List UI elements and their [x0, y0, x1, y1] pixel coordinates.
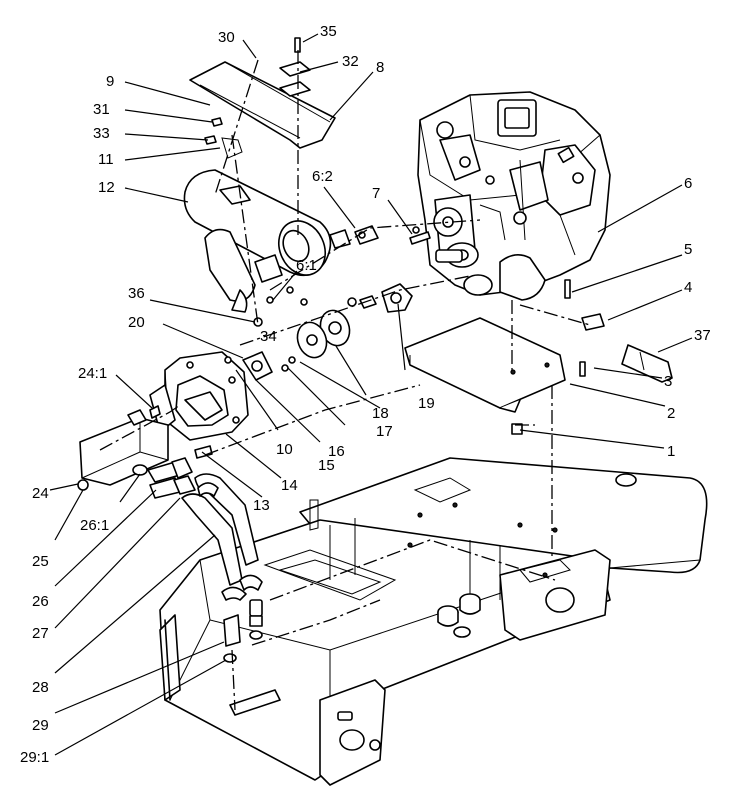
- callout-10: 10: [276, 441, 293, 458]
- exhaust-flanges: [242, 283, 413, 381]
- callout-8: 8: [376, 59, 384, 76]
- callout-36: 36: [128, 285, 145, 302]
- heat-shield: [189, 61, 336, 149]
- callout-11: 11: [98, 151, 114, 168]
- callout-labels: 35 30 32 8 9 31 33 11 12 6:2 7 6 5 4 37 …: [20, 23, 711, 766]
- callout-29-1: 29:1: [20, 749, 49, 766]
- callout-4: 4: [684, 279, 692, 296]
- callout-26-1: 26:1: [80, 517, 109, 534]
- muffler: [183, 137, 332, 313]
- pump-housing: [149, 351, 249, 459]
- callout-16: 16: [328, 443, 345, 460]
- callout-3: 3: [664, 373, 672, 390]
- callout-12: 12: [98, 179, 115, 196]
- callout-34: 34: [260, 328, 277, 345]
- callout-35: 35: [320, 23, 337, 40]
- callout-24: 24: [32, 485, 49, 502]
- callout-2: 2: [667, 405, 675, 422]
- callout-6-1: 6:1: [296, 257, 317, 274]
- callout-28: 28: [32, 679, 49, 696]
- callout-17: 17: [376, 423, 393, 440]
- engine: [417, 91, 611, 301]
- callout-33: 33: [93, 125, 110, 142]
- callout-30: 30: [218, 29, 235, 46]
- callout-31: 31: [93, 101, 110, 118]
- callout-19: 19: [418, 395, 435, 412]
- callout-37: 37: [694, 327, 711, 344]
- engine-mount-plate: [404, 317, 566, 413]
- hardware-small: [204, 37, 586, 435]
- hydraulic-hoses: [181, 473, 263, 663]
- callout-24-1: 24:1: [78, 365, 107, 382]
- fuel-line: [581, 313, 673, 383]
- callout-32: 32: [342, 53, 359, 70]
- callout-29: 29: [32, 717, 49, 734]
- callout-6: 6: [684, 175, 692, 192]
- callout-15: 15: [318, 457, 335, 474]
- callout-25: 25: [32, 553, 49, 570]
- callout-14: 14: [281, 477, 298, 494]
- callout-1: 1: [667, 443, 675, 460]
- callout-13: 13: [253, 497, 270, 514]
- callout-20: 20: [128, 314, 145, 331]
- callout-9: 9: [106, 73, 114, 90]
- hydraulic-motor: [77, 405, 196, 499]
- callout-6-2: 6:2: [312, 168, 333, 185]
- callout-27: 27: [32, 625, 49, 642]
- callout-7: 7: [372, 185, 380, 202]
- leader-lines: [49, 33, 693, 756]
- center-lines: [99, 50, 591, 711]
- callout-5: 5: [684, 241, 692, 258]
- callout-26: 26: [32, 593, 49, 610]
- callout-18: 18: [372, 405, 389, 422]
- chassis-frame: [159, 457, 708, 786]
